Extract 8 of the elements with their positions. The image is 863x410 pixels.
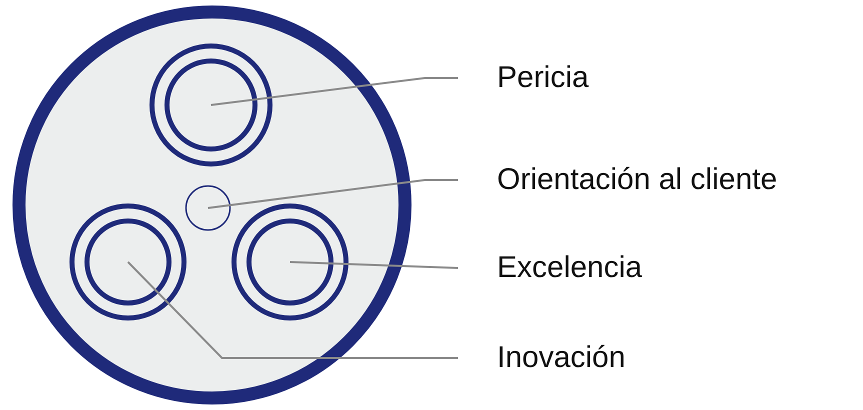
category-label: Pericia (458, 60, 589, 96)
category-label: Orientación al cliente (458, 162, 778, 198)
leader-line (208, 179, 458, 209)
leader-line (210, 77, 458, 106)
category-label: Excelencia (458, 250, 642, 286)
leader-line (127, 261, 458, 359)
category-label: Inovación (458, 340, 626, 376)
leader-line (290, 261, 458, 269)
